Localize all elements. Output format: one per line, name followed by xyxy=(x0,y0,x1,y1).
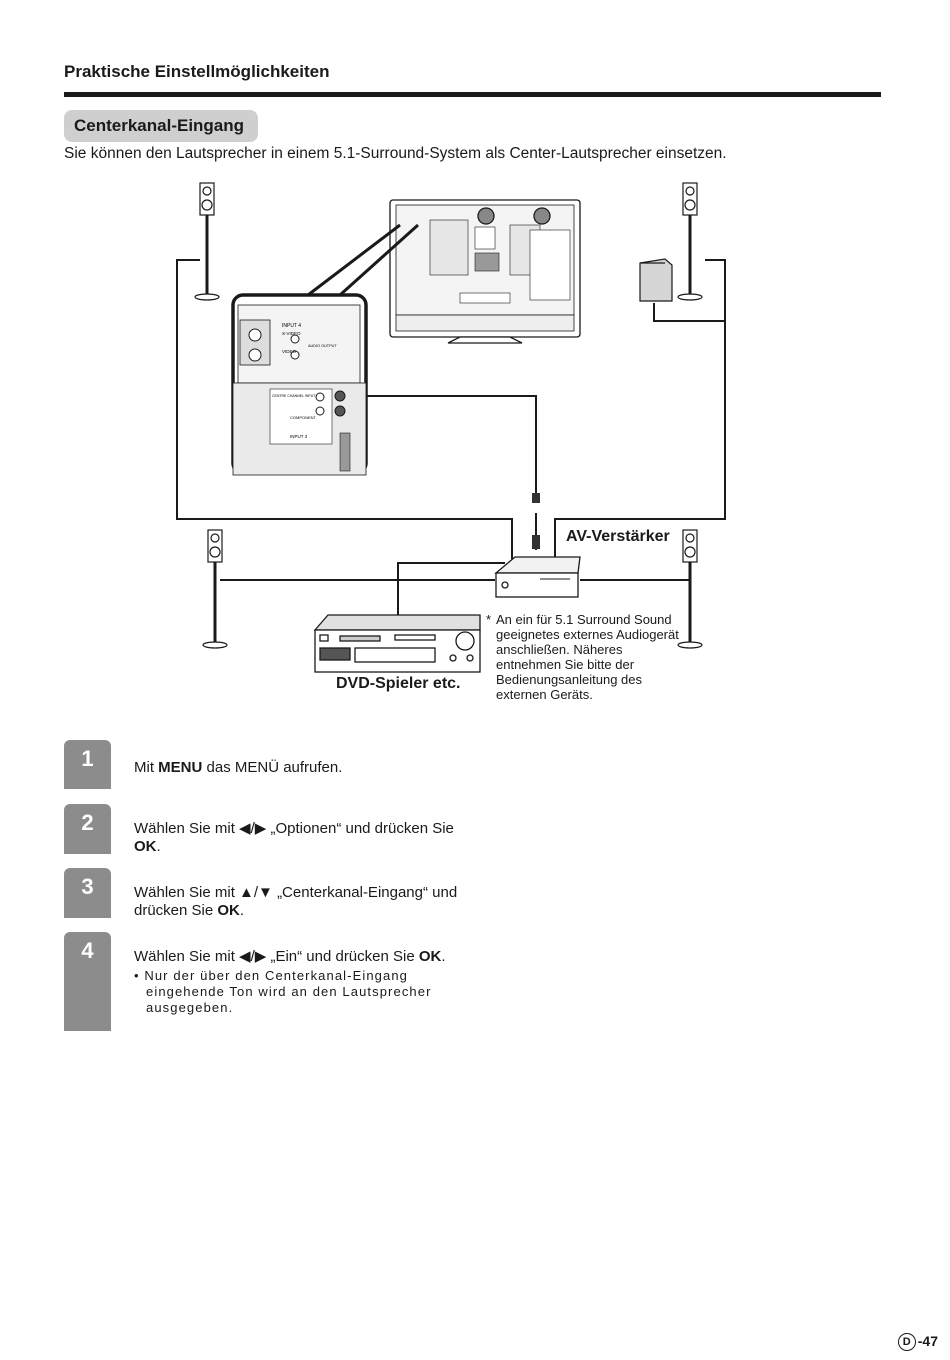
av-amplifier xyxy=(494,556,581,598)
speaker-front-right xyxy=(677,182,703,301)
speaker-front-left xyxy=(194,182,220,301)
cable-subwoofer xyxy=(653,303,725,322)
step-3-badge: 3 xyxy=(64,868,111,918)
panel-label-input3: INPUT 3 xyxy=(290,434,308,439)
connector-panel-zoom: INPUT 4 S-VIDEO VIDEO AUDIO OUTPUT CENTR… xyxy=(231,293,368,476)
subsection-title: Centerkanal-Eingang xyxy=(64,110,259,142)
title-rule xyxy=(64,92,881,97)
panel-label-audio-output: AUDIO OUTPUT xyxy=(308,344,337,348)
zoom-line-left xyxy=(307,223,401,297)
footnote: * An ein für 5.1 Surround Sound geeignet… xyxy=(486,612,686,702)
av-amplifier-label: AV-Verstärker xyxy=(566,528,670,545)
footnote-star: * xyxy=(486,612,492,627)
subwoofer xyxy=(639,258,673,302)
section-title: Praktische Einstellmöglichkeiten xyxy=(64,62,330,81)
dvd-player xyxy=(313,614,481,673)
panel-label-centre-input: CENTRE CHANNEL INPUT xyxy=(272,394,316,398)
cable-centre-input xyxy=(350,395,537,493)
intro-text: Sie können den Lautsprecher in einem 5.1… xyxy=(64,145,727,162)
panel-label-component: COMPONENT xyxy=(290,415,317,420)
footnote-text: An ein für 5.1 Surround Sound geeignetes… xyxy=(496,612,679,702)
panel-label-input4: INPUT 4 xyxy=(282,323,301,329)
speaker-rear-left xyxy=(202,529,228,649)
step-2-text: Wählen Sie mit ◀/▶ „Optionen“ und drücke… xyxy=(134,820,454,855)
cable-front-right xyxy=(554,259,726,559)
step-1-text: Mit MENU das MENÜ aufrufen. xyxy=(134,759,343,776)
page-letter-badge: D xyxy=(897,1333,916,1351)
tv-rear-view xyxy=(389,199,581,344)
dvd-player-label: DVD-Spieler etc. xyxy=(336,675,461,692)
zoom-line-right xyxy=(338,223,420,297)
page-number: D-47 xyxy=(897,1333,938,1351)
panel-label-svideo: S-VIDEO xyxy=(282,331,301,336)
step-4-note: • Nur der über den Centerkanal-Eingang e… xyxy=(134,968,432,1015)
cable-dvd-amp xyxy=(397,562,505,615)
speaker-rear-right xyxy=(677,529,703,649)
step-1-badge: 1 xyxy=(64,740,111,789)
step-4-text: Wählen Sie mit ◀/▶ „Ein“ und drücken Sie… xyxy=(134,948,460,1016)
step-4-badge: 4 xyxy=(64,932,111,1031)
step-3-text: Wählen Sie mit ▲/▼ „Centerkanal-Eingang“… xyxy=(134,884,458,919)
panel-label-video: VIDEO xyxy=(282,349,297,354)
step-2-badge: 2 xyxy=(64,804,111,854)
connection-diagram: INPUT 4 S-VIDEO VIDEO AUDIO OUTPUT CENTR… xyxy=(176,182,726,673)
cable-front-left xyxy=(176,259,513,559)
